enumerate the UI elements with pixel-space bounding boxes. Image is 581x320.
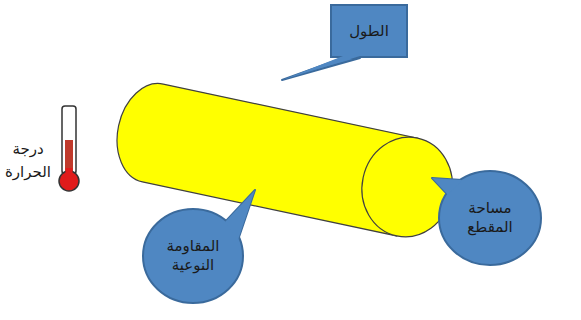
callout-ellipse-shape xyxy=(439,171,541,265)
thermometer-label: درجة الحرارة xyxy=(0,138,56,185)
callout-text: الطول xyxy=(334,22,404,41)
thermometer-symbol xyxy=(59,106,79,191)
callout-tail xyxy=(282,58,360,80)
callout-box-shape xyxy=(331,5,407,57)
callout-ellipse: مساحة المقطع xyxy=(438,170,542,266)
callout-text: مساحة المقطع xyxy=(453,199,527,237)
callout-ellipse: المقاومة النوعية xyxy=(142,208,244,304)
callout-ellipse-shape xyxy=(143,209,243,303)
callout-box: الطول xyxy=(330,4,408,58)
thermometer-neck xyxy=(66,168,73,178)
callout-tails xyxy=(225,58,462,240)
callout-tail-join xyxy=(282,56,360,80)
callout-text: المقاومة النوعية xyxy=(154,237,232,275)
